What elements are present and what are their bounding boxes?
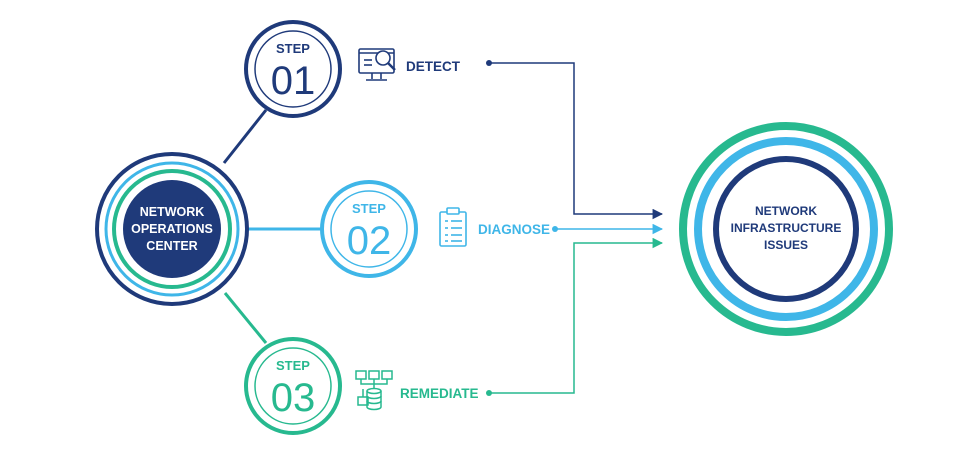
step-01-word: STEP bbox=[276, 41, 310, 56]
step-02: STEP 02 bbox=[320, 180, 418, 278]
noc-hub-core bbox=[123, 180, 221, 278]
step-01-number: 01 bbox=[271, 59, 316, 103]
step-02-outer-ring bbox=[320, 180, 418, 278]
monitor-magnifier-icon bbox=[358, 48, 396, 81]
step-01: STEP 01 bbox=[244, 20, 342, 118]
flow-lines bbox=[486, 60, 664, 396]
hub-connectors bbox=[222, 109, 322, 344]
target-label-line-2: INFRASTRUCTURE bbox=[731, 221, 842, 235]
flow-line-detect bbox=[489, 62, 664, 220]
step-02-word: STEP bbox=[352, 201, 386, 216]
noc-label-line-1: NETWORK bbox=[140, 205, 205, 219]
action-diagnose-label: DIAGNOSE bbox=[478, 222, 550, 237]
target-label-line-1: NETWORK bbox=[755, 204, 817, 218]
flow-line-remediate bbox=[489, 237, 664, 394]
noc-label-line-3: CENTER bbox=[146, 239, 197, 253]
step-03-outer-ring bbox=[244, 337, 342, 435]
server-database-icon bbox=[355, 370, 393, 411]
noc-label-line-2: OPERATIONS bbox=[131, 222, 213, 236]
action-detect-label: DETECT bbox=[406, 59, 461, 74]
step-02-number: 02 bbox=[347, 219, 392, 263]
action-remediate-label: REMEDIATE bbox=[400, 386, 479, 401]
connector-step-03 bbox=[223, 292, 268, 344]
noc-hub: NETWORK OPERATIONS CENTER bbox=[95, 152, 249, 306]
step-03-word: STEP bbox=[276, 358, 310, 373]
noc-hub-middle-ring bbox=[104, 161, 240, 297]
target-inner-ring bbox=[713, 156, 859, 302]
infrastructure-issues-target: NETWORK INFRASTRUCTURE ISSUES bbox=[679, 122, 893, 336]
step-03: STEP 03 bbox=[244, 337, 342, 435]
step-01-outer-ring bbox=[244, 20, 342, 118]
step-03-number: 03 bbox=[271, 376, 316, 420]
step-02-inner-ring bbox=[330, 190, 408, 268]
clipboard-list-icon bbox=[439, 207, 467, 247]
noc-hub-inner-ring bbox=[112, 169, 232, 289]
target-middle-ring bbox=[694, 137, 878, 321]
target-label-line-3: ISSUES bbox=[764, 238, 808, 252]
step-03-inner-ring bbox=[254, 347, 332, 425]
step-01-inner-ring bbox=[254, 30, 332, 108]
connector-step-01 bbox=[222, 109, 268, 164]
